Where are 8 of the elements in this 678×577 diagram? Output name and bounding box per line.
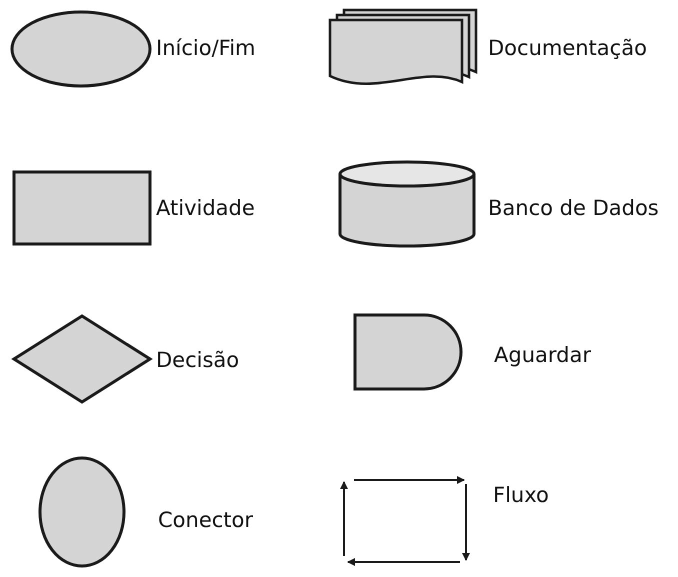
legend-label: Início/Fim — [156, 36, 256, 60]
legend-label: Atividade — [156, 196, 255, 220]
legend-label: Conector — [158, 508, 254, 532]
legend-label: Banco de Dados — [488, 196, 659, 220]
legend-label: Decisão — [156, 348, 240, 372]
legend-label: Fluxo — [493, 483, 549, 507]
legend-label: Aguardar — [494, 343, 591, 367]
legend-label: Documentação — [488, 36, 647, 60]
